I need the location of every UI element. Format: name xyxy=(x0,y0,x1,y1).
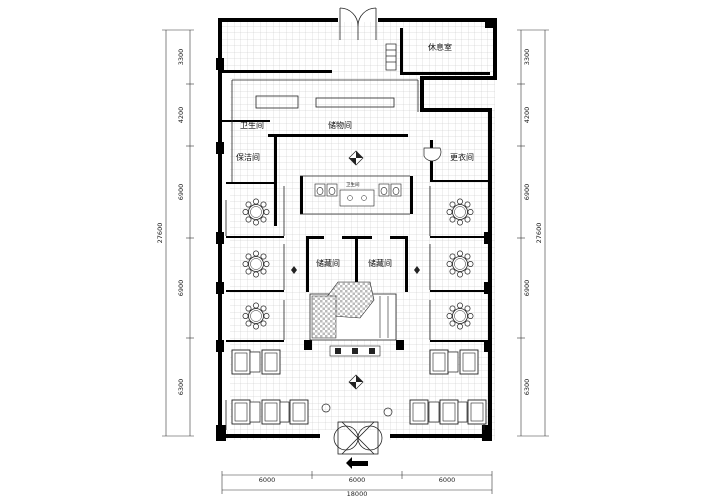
bottom-dimensions xyxy=(221,471,493,494)
room-label-toilet: 卫生间 xyxy=(240,120,264,130)
misc-fixtures xyxy=(321,43,442,417)
dim-bottom-total: 18000 xyxy=(347,490,368,498)
room-label-restroom-sign: 卫生间 xyxy=(346,181,360,188)
dim-left-3: 6900 xyxy=(177,184,185,201)
dim-right-5: 6300 xyxy=(523,379,531,396)
round-table xyxy=(446,250,474,278)
round-table xyxy=(242,302,270,330)
dim-bottom-3: 6000 xyxy=(439,476,456,484)
room-label-storage: 储物间 xyxy=(328,120,352,130)
compass-markers xyxy=(291,150,420,390)
outer-walls xyxy=(216,18,497,441)
dim-bottom-2: 6000 xyxy=(349,476,366,484)
bottom-dimension-text: 6000 6000 6000 18000 xyxy=(259,476,456,498)
dim-left-1: 3300 xyxy=(177,49,185,66)
round-table xyxy=(242,250,270,278)
right-dimension-text: 3300 4200 6900 6900 6300 27600 xyxy=(523,49,543,396)
room-label-lounge: 休息室 xyxy=(428,42,452,52)
room-labels: 休息室 卫生间 储物间 保洁间 更衣间 储藏间 储藏间 卫生间 xyxy=(236,42,474,268)
right-dimensions xyxy=(517,29,549,437)
room-label-store-right: 储藏间 xyxy=(368,258,392,268)
dim-right-3: 6900 xyxy=(523,184,531,201)
dim-left-4: 6900 xyxy=(177,280,185,297)
restroom-fixtures xyxy=(314,183,402,207)
bottom-entrance-door xyxy=(320,421,390,455)
interior-walls xyxy=(222,28,490,350)
left-dimension-text: 3300 4200 6900 6900 6300 27600 xyxy=(156,49,185,396)
top-entrance-door xyxy=(338,7,378,40)
staircase xyxy=(309,281,397,357)
dim-bottom-1: 6000 xyxy=(259,476,276,484)
partition-lines xyxy=(225,79,485,430)
bottom-direction-arrow xyxy=(346,457,368,469)
dim-left-2: 4200 xyxy=(177,107,185,124)
dim-left-total: 27600 xyxy=(156,223,164,244)
left-dimensions xyxy=(162,29,194,437)
room-label-store-left: 储藏间 xyxy=(316,258,340,268)
round-table xyxy=(446,198,474,226)
dim-left-5: 6300 xyxy=(177,379,185,396)
booth-seating xyxy=(231,349,487,425)
room-label-cleaning: 保洁间 xyxy=(236,152,260,162)
dim-right-4: 6900 xyxy=(523,280,531,297)
dim-right-total: 27600 xyxy=(535,223,543,244)
dim-right-1: 3300 xyxy=(523,49,531,66)
room-label-changing: 更衣间 xyxy=(450,152,474,162)
round-table xyxy=(242,198,270,226)
dim-right-2: 4200 xyxy=(523,107,531,124)
round-table xyxy=(446,302,474,330)
